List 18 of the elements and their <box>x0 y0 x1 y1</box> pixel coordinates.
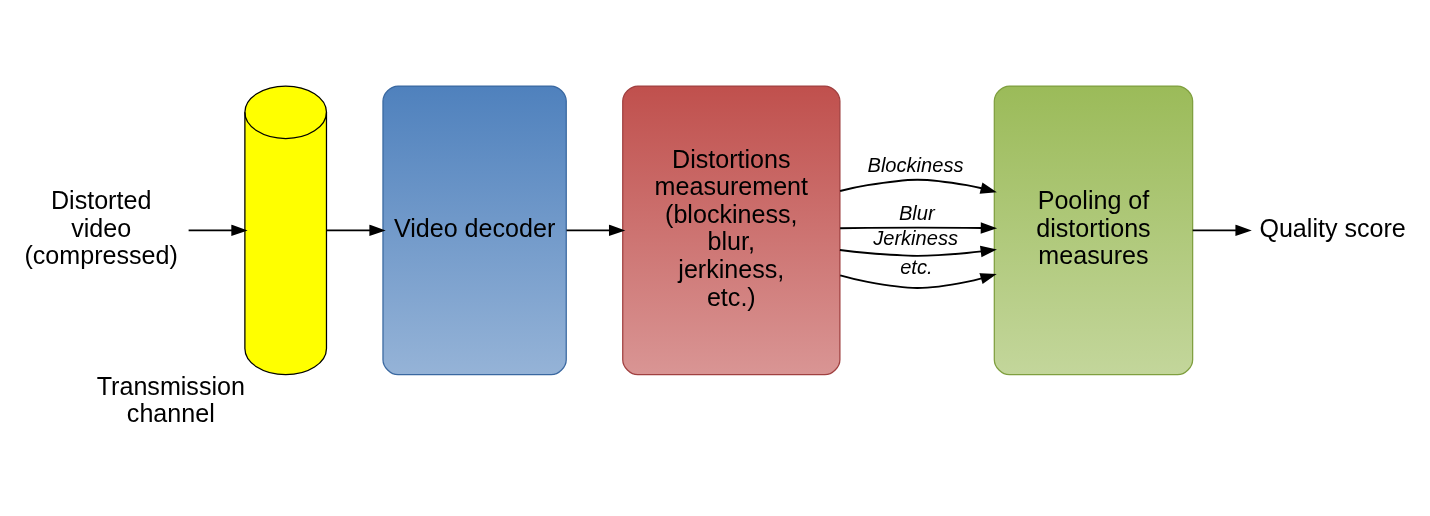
node-text: Distorted video (compressed) <box>24 186 178 270</box>
edge-label: Blockiness <box>867 154 964 177</box>
node-text: Quality score <box>1259 213 1406 242</box>
arrow <box>838 245 997 258</box>
node-box: Distortions measurement (blockiness, blur, jerkiness, etc.) <box>622 85 841 376</box>
edge-label: Blur <box>898 202 935 225</box>
arrow <box>326 224 386 237</box>
arrow <box>839 178 997 194</box>
arrow <box>565 224 626 237</box>
arrow <box>839 273 997 289</box>
arrow <box>839 222 998 234</box>
node-box: Pooling of distortions measures <box>993 85 1194 376</box>
edge-label: Jerkiness <box>873 227 958 250</box>
node-label: Transmission channel <box>96 371 245 428</box>
arrow <box>187 224 248 237</box>
arrow <box>1191 224 1252 237</box>
node-box: Video decoder <box>382 85 567 376</box>
edge-label: etc. <box>900 256 933 279</box>
